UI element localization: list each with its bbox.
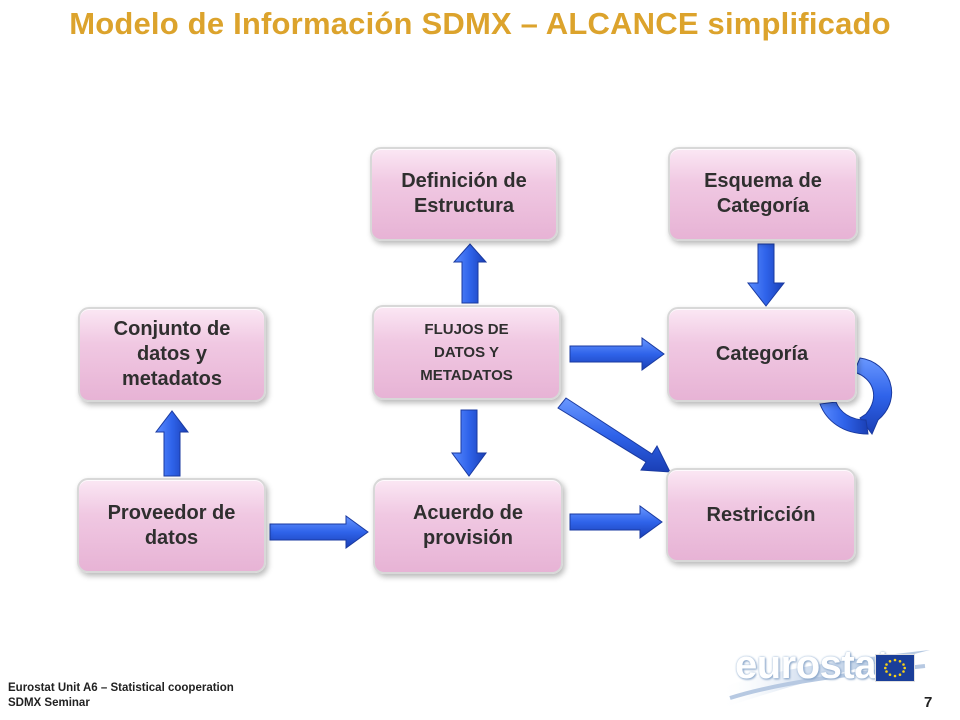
arrow-flujos-to-categoria [569,337,665,371]
box-definicion-estructura: Definición de Estructura [370,147,558,241]
eurostat-logo-text: eurostat [735,643,889,687]
arrow-flujos-to-acuerdo [451,409,487,477]
arrow-categoria-self-loop-tail [819,401,869,435]
footer-credits: Eurostat Unit A6 – Statistical cooperati… [8,681,234,711]
slide-title: Modelo de Información SDMX – ALCANCE sim… [69,6,891,41]
footer-unit: Eurostat Unit A6 – Statistical cooperati… [8,682,234,694]
page-number: 7 [924,694,933,711]
box-flujos-datos: FLUJOS DE DATOS Y METADATOS [372,305,561,400]
box-conjunto-datos: Conjunto de datos y metadatos [78,307,266,402]
arrow-categoria-self-loop [853,357,893,435]
eu-flag-icon [875,654,915,682]
arrow-esquema-to-categoria [746,243,786,307]
box-esquema-categoria: Esquema de Categoría [668,147,858,241]
box-acuerdo-provision: Acuerdo de provisión [373,478,563,574]
arrow-acuerdo-to-restriccion [569,505,663,539]
footer-seminar: SDMX Seminar [8,697,90,709]
arrow-flujos-to-definicion [452,243,488,304]
arrow-proveedor-to-acuerdo [269,515,369,549]
box-proveedor-datos: Proveedor de datos [77,478,266,573]
arrow-proveedor-to-conjunto [154,410,190,477]
box-restriccion: Restricción [666,468,856,562]
box-categoria: Categoría [667,307,857,402]
arrow-flujos-to-restriccion [557,397,671,473]
